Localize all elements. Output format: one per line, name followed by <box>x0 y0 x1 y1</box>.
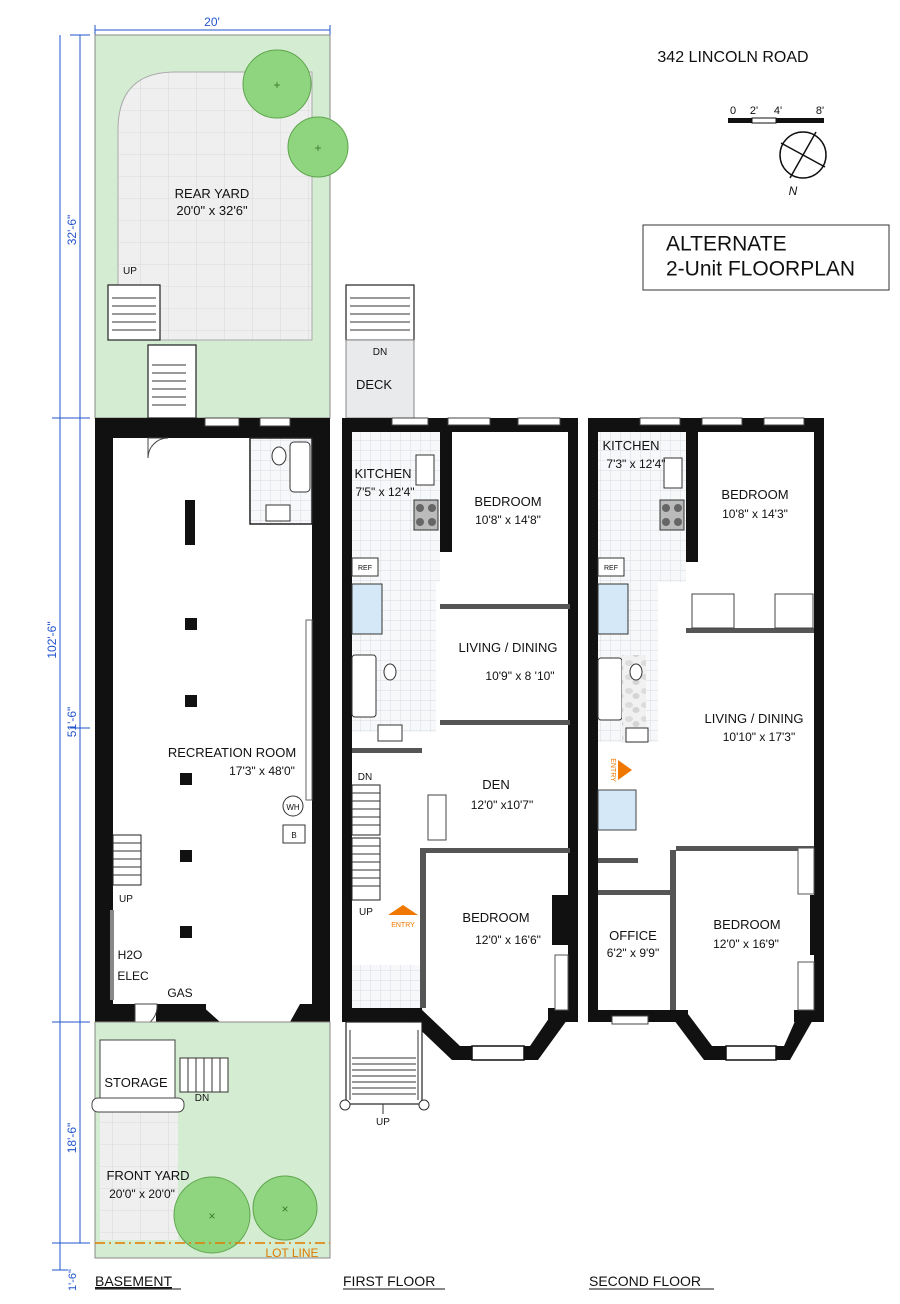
water-heater-icon <box>282 795 304 817</box>
front-yard-label: FRONT YARD <box>106 1168 189 1183</box>
basement-title: BASEMENT <box>95 1273 172 1289</box>
tree-icon: × <box>252 1175 318 1241</box>
den-label: DEN <box>482 777 509 792</box>
living-1-dim: 10'9" x 8 '10" <box>485 669 554 683</box>
bedroom-rear-2-dim: 10'8" x 14'3" <box>722 507 788 521</box>
svg-text:+: + <box>273 78 280 92</box>
scale-tick-4: 4' <box>774 105 782 117</box>
entry-2-label: ENTRY <box>609 758 616 782</box>
tree-icon: × <box>173 1176 251 1254</box>
svg-text:×: × <box>281 1202 288 1216</box>
front-yard-dim: 20'0" x 20'0" <box>109 1187 175 1201</box>
kitchen-2-label: KITCHEN <box>602 438 659 453</box>
dimension-lines <box>52 25 331 1271</box>
living-2-label: LIVING / DINING <box>705 711 804 726</box>
stair-dn-1-label: DN <box>358 772 372 783</box>
first-floor-title: FIRST FLOOR <box>343 1273 435 1289</box>
bedroom-front-2-label: BEDROOM <box>713 917 780 932</box>
stair-up-label: UP <box>123 266 137 277</box>
dim-middle: 51'-6" <box>65 707 79 738</box>
water-heater-label: WH <box>286 803 300 812</box>
north-arrow-icon <box>779 131 827 179</box>
boiler-icon <box>282 824 306 844</box>
scale-tick-0: 0 <box>730 105 736 117</box>
second-floor-title: SECOND FLOOR <box>589 1273 701 1289</box>
basement-plan: + + <box>91 34 349 1260</box>
scale-bar: 0 2' 4' 8' <box>728 105 824 124</box>
dim-front: 18'-6" <box>65 1123 79 1154</box>
door-up-label: UP <box>158 428 172 439</box>
elec-label: ELEC <box>117 969 149 983</box>
basement-stair-up-label: UP <box>119 894 133 905</box>
scale-tick-8: 8' <box>816 105 824 117</box>
stoop-up-label: UP <box>376 1117 390 1128</box>
svg-text:+: + <box>314 141 321 155</box>
dim-rear: 32'-6" <box>65 215 79 246</box>
entry-arrow-icon <box>618 760 632 780</box>
title-line1: ALTERNATE <box>666 233 787 256</box>
h2o-label: H2O <box>118 948 143 962</box>
dim-sidewalk: 1'-6" <box>67 1269 79 1291</box>
boiler-label: B <box>291 831 296 840</box>
bedroom-front-1-label: BEDROOM <box>462 910 529 925</box>
bedroom-front-2-dim: 12'0" x 16'9" <box>713 937 779 951</box>
living-2-dim: 10'10" x 17'3" <box>723 730 796 744</box>
storage-dn-label: DN <box>195 1093 209 1104</box>
rear-yard-label: REAR YARD <box>175 186 250 201</box>
storage-label: STORAGE <box>104 1075 168 1090</box>
rear-yard-dim: 20'0" x 32'6" <box>176 203 248 218</box>
second-floor-plan: KITCHEN 7'3" x 12'4" BEDROOM 10'8" x 14'… <box>588 417 824 1061</box>
bedroom-rear-2-label: BEDROOM <box>721 487 788 502</box>
scale-tick-2: 2' <box>750 105 758 117</box>
svg-text:×: × <box>208 1209 215 1223</box>
kitchen-1-dim: 7'5" x 12'4" <box>355 485 414 499</box>
title-box <box>642 224 890 291</box>
entry-1-label: ENTRY <box>391 922 415 929</box>
kitchen-2-dim: 7'3" x 12'4" <box>606 457 665 471</box>
dim-building: 102'-6" <box>45 621 59 658</box>
ref-2-label: REF <box>604 565 618 572</box>
bedroom-rear-1-dim: 10'8" x 14'8" <box>475 513 541 527</box>
first-floor-plan: DN DECK KITCHEN 7'5" x 12'4" BEDROOM 10'… <box>339 284 578 1128</box>
bedroom-front-1-dim: 12'0" x 16'6" <box>475 933 541 947</box>
north-label: N <box>789 184 798 198</box>
deck-dn-label: DN <box>373 347 387 358</box>
kitchen-1-label: KITCHEN <box>354 466 411 481</box>
entry-arrow-icon <box>388 905 418 915</box>
stair-up-1-label: UP <box>359 907 373 918</box>
bedroom-rear-1-label: BEDROOM <box>474 494 541 509</box>
recreation-room-label: RECREATION ROOM <box>168 745 296 760</box>
address: 342 LINCOLN ROAD <box>657 49 808 66</box>
gas-label: GAS <box>167 986 192 1000</box>
office-dim: 6'2" x 9'9" <box>607 946 659 960</box>
title-line2: 2-Unit FLOORPLAN <box>666 258 855 281</box>
lot-line-label: LOT LINE <box>265 1246 318 1260</box>
living-1-label: LIVING / DINING <box>459 640 558 655</box>
tree-icon: + <box>287 116 349 178</box>
dim-width: 20' <box>204 15 220 29</box>
tree-icon: + <box>242 49 312 119</box>
office-label: OFFICE <box>609 928 657 943</box>
den-dim: 12'0" x10'7" <box>471 798 533 812</box>
deck-label: DECK <box>356 377 392 392</box>
recreation-room-dim: 17'3" x 48'0" <box>229 764 295 778</box>
ref-1-label: REF <box>358 565 372 572</box>
